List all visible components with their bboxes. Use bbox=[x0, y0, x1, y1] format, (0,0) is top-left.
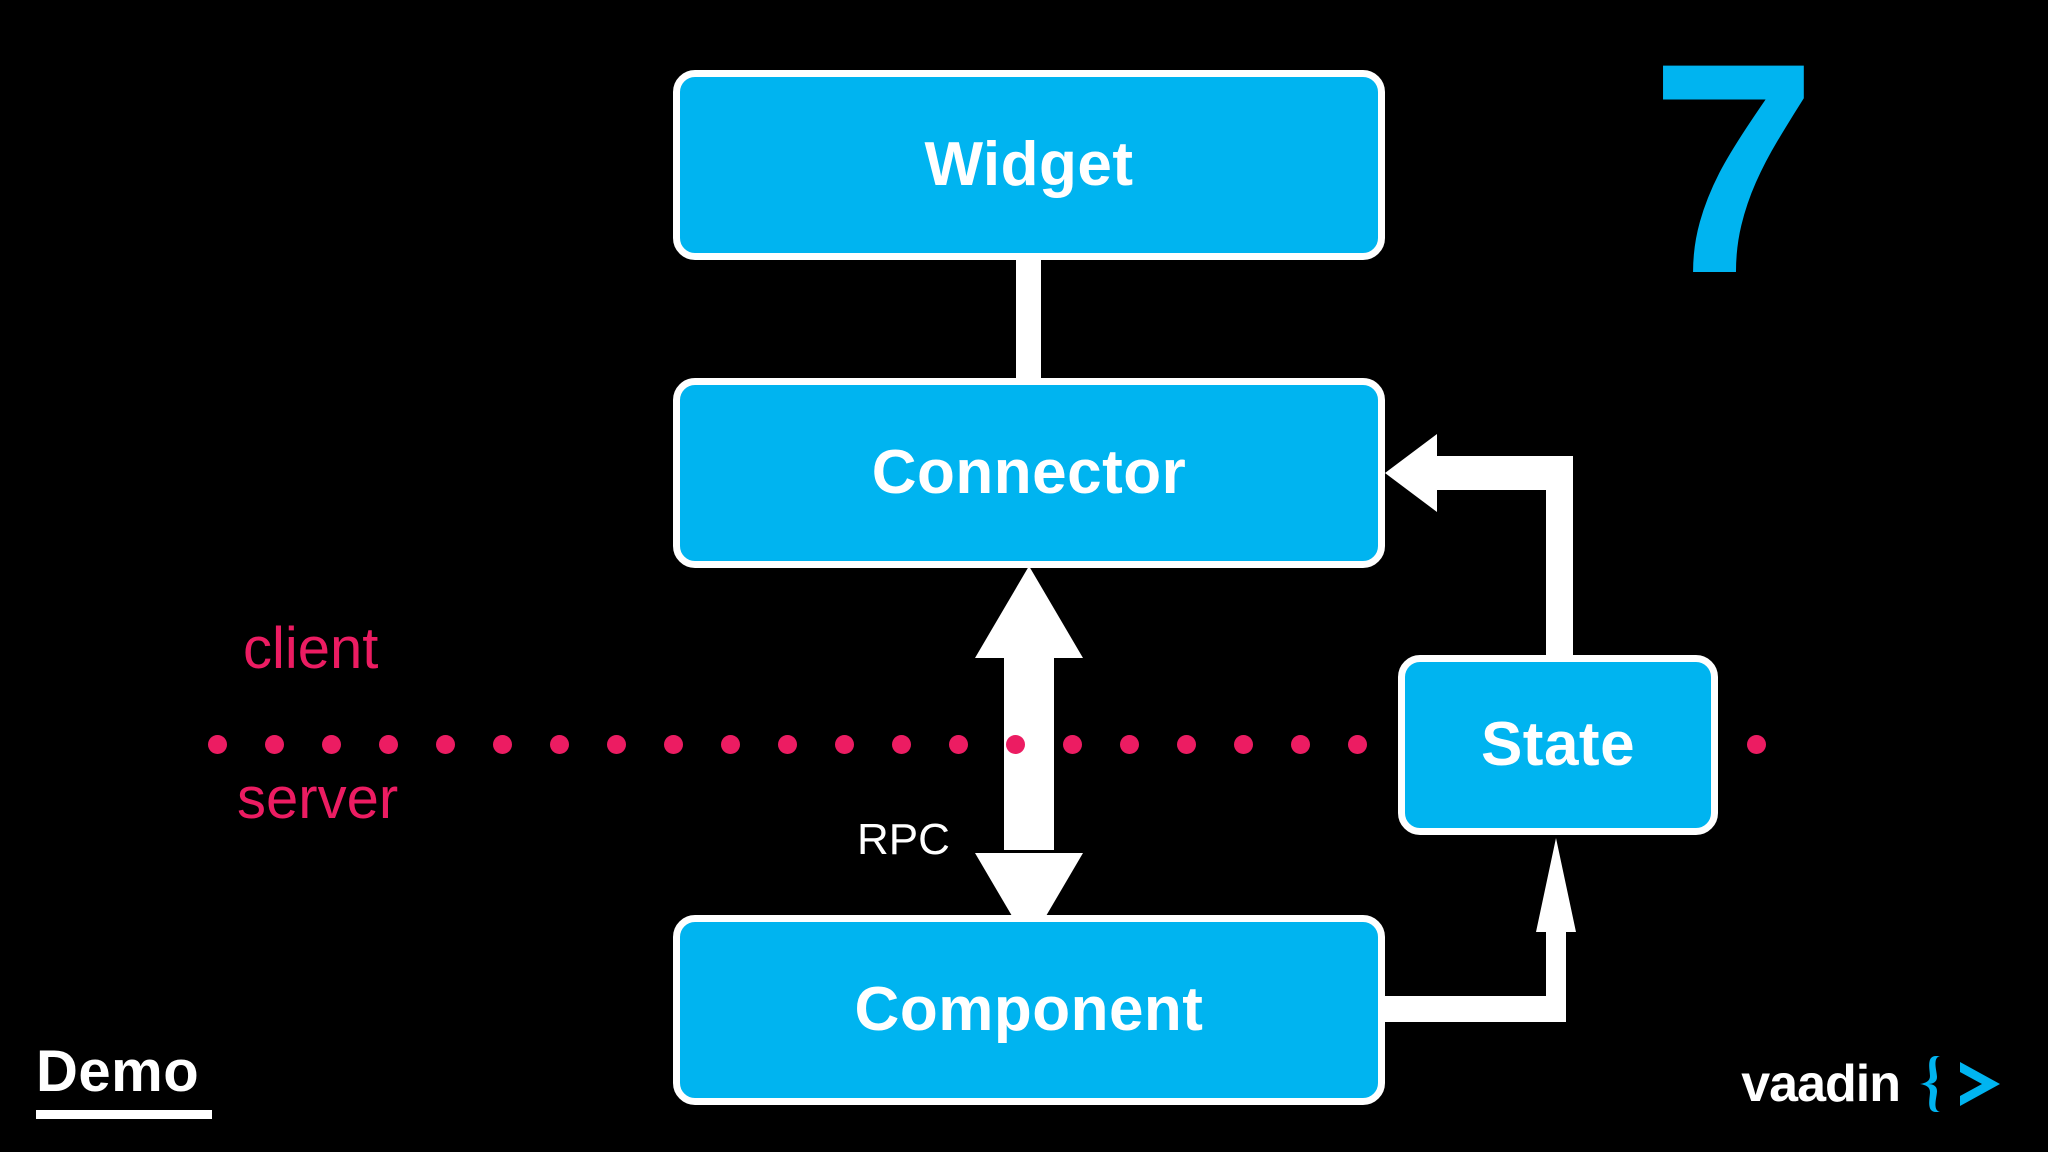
divider-dot bbox=[208, 735, 227, 754]
node-label-widget: Widget bbox=[924, 130, 1134, 199]
vaadin-logo: vaadin bbox=[1741, 1054, 2002, 1114]
vaadin-wordmark: vaadin bbox=[1741, 1055, 1901, 1113]
demo-caption: Demo bbox=[36, 1043, 212, 1119]
divider-dot bbox=[1291, 735, 1310, 754]
edge-state-connector bbox=[1385, 434, 1573, 655]
divider-dot bbox=[835, 735, 854, 754]
divider-dot bbox=[1006, 735, 1025, 754]
boundary-label-client: client bbox=[243, 616, 379, 681]
diagram-node-connector[interactable]: Connector bbox=[673, 378, 1385, 568]
node-label-component: Component bbox=[854, 975, 1204, 1044]
divider-dot bbox=[1120, 735, 1139, 754]
edge-label-rpc: RPC bbox=[857, 815, 950, 864]
edge-component-state bbox=[1385, 838, 1576, 1022]
diagram-node-state[interactable]: State bbox=[1398, 655, 1718, 835]
divider-dot bbox=[721, 735, 740, 754]
boundary-label-server: server bbox=[237, 766, 399, 831]
divider-dot bbox=[778, 735, 797, 754]
demo-label: Demo bbox=[36, 1039, 200, 1104]
divider-dot bbox=[1234, 735, 1253, 754]
slide-number: 7 bbox=[1650, 0, 1817, 336]
edge-connector-component-rpc bbox=[975, 566, 1083, 945]
edge-widget-connector bbox=[1016, 252, 1041, 386]
divider-dot bbox=[265, 735, 284, 754]
demo-underline bbox=[36, 1110, 212, 1119]
divider-dot bbox=[892, 735, 911, 754]
divider-dot bbox=[550, 735, 569, 754]
node-label-state: State bbox=[1480, 710, 1636, 779]
node-label-connector: Connector bbox=[871, 438, 1187, 507]
divider-dot bbox=[1177, 735, 1196, 754]
divider-dot bbox=[1063, 735, 1082, 754]
divider-dot bbox=[379, 735, 398, 754]
divider-dot bbox=[1348, 735, 1367, 754]
divider-dot bbox=[664, 735, 683, 754]
divider-dot bbox=[949, 735, 968, 754]
divider-dot bbox=[322, 735, 341, 754]
divider-dot bbox=[607, 735, 626, 754]
vaadin-brace-arrow-icon bbox=[1920, 1056, 2000, 1112]
divider-dot bbox=[493, 735, 512, 754]
divider-dot bbox=[1747, 735, 1766, 754]
diagram-node-widget[interactable]: Widget bbox=[673, 70, 1385, 260]
diagram-node-component[interactable]: Component bbox=[673, 915, 1385, 1105]
divider-dot bbox=[436, 735, 455, 754]
